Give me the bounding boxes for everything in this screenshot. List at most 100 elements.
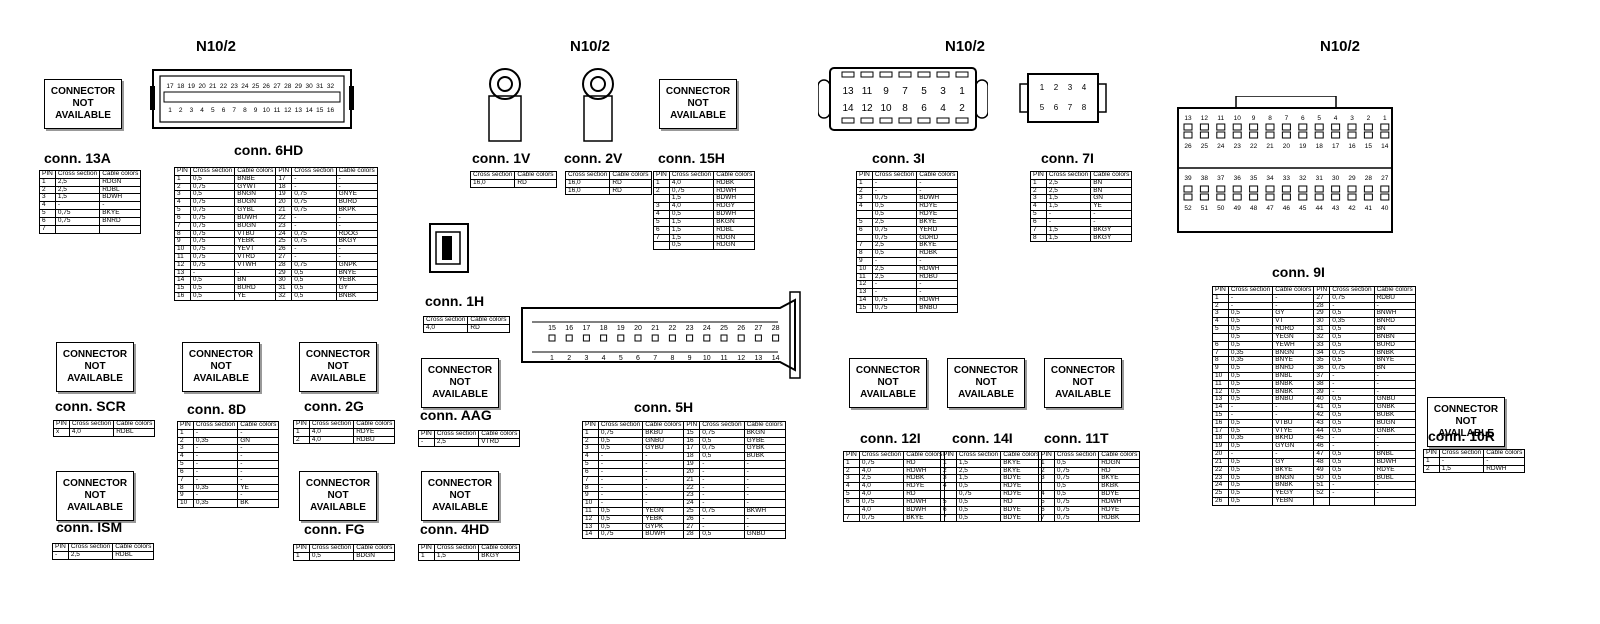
svg-text:4: 4	[940, 103, 946, 114]
svg-text:19: 19	[617, 325, 625, 332]
table-cell: -	[871, 178, 918, 188]
table-cell: 1,5	[668, 225, 715, 235]
svg-text:8: 8	[243, 107, 247, 114]
svg-text:8: 8	[1082, 103, 1087, 112]
table-cell: 0,75	[1053, 513, 1100, 523]
table-cell: -	[916, 280, 959, 290]
table-cell: GYGN	[1272, 442, 1315, 452]
table-cell: RD	[609, 178, 652, 188]
table-cell: 1	[39, 177, 56, 187]
conn-8d-label: conn. 8D	[187, 401, 247, 417]
svg-text:16: 16	[1348, 143, 1356, 150]
table-cell: 0,5	[668, 241, 715, 251]
svg-text:49: 49	[1234, 205, 1242, 212]
conn-4hd-label: conn. 4HD	[420, 521, 490, 537]
svg-text:10: 10	[1234, 115, 1242, 122]
table-cell: 5	[1212, 325, 1229, 334]
table-cell: BDGN	[353, 551, 396, 561]
table-cell: 0,5	[1227, 442, 1274, 452]
table-cell: 2,5	[871, 264, 918, 274]
table-row: 5--19--	[582, 460, 786, 469]
table-cell: 0,75	[699, 506, 745, 516]
table-cell: -	[699, 514, 745, 524]
table-cell: 7	[1038, 513, 1055, 523]
svg-text:24: 24	[703, 325, 711, 332]
table-cell: 1,5	[1045, 225, 1092, 235]
table-cell: 0,5	[1227, 418, 1274, 428]
svg-text:16: 16	[327, 107, 335, 114]
table-cell: RDBK	[916, 249, 959, 258]
table-cell: RDBK	[713, 178, 756, 188]
table-cell: 2,5	[54, 177, 101, 187]
table-cell: -	[1329, 489, 1375, 498]
table-cell: 6	[856, 225, 873, 235]
table-cell: RDBL	[713, 225, 756, 235]
table-row: 7--21--	[582, 475, 786, 485]
table-cell: -	[743, 491, 786, 501]
svg-text:10: 10	[880, 103, 892, 114]
table-cell: -	[192, 467, 239, 477]
svg-text:28: 28	[1365, 175, 1373, 182]
table-cell: -	[597, 452, 644, 462]
table-cell: -	[743, 514, 786, 524]
conn-3i-label: conn. 3I	[872, 150, 925, 166]
table-cell: 2	[653, 186, 670, 196]
table-cell: GN	[237, 436, 280, 446]
table-cell: 6	[843, 497, 860, 507]
table-cell: RDBU	[353, 435, 396, 445]
svg-text:35: 35	[1250, 175, 1258, 182]
table-cell: 0,35	[192, 436, 239, 446]
table-cell: YEBN	[1272, 496, 1315, 506]
column-header: Cable colors	[1483, 449, 1526, 458]
svg-text:16: 16	[565, 325, 573, 332]
table-cell	[843, 505, 860, 515]
table-cell: YEWH	[1272, 340, 1315, 350]
svg-text:28: 28	[772, 325, 780, 332]
column-header: Cross section	[192, 421, 239, 430]
table-cell: 7	[174, 221, 191, 231]
svg-text:3: 3	[940, 86, 946, 97]
table-row: 5--	[1030, 210, 1133, 219]
svg-text:33: 33	[1283, 175, 1291, 182]
svg-text:20: 20	[634, 325, 642, 332]
svg-text:21: 21	[209, 83, 217, 90]
svg-text:18: 18	[177, 83, 185, 90]
table-cell: 6	[653, 225, 670, 235]
svg-text:9: 9	[254, 107, 258, 114]
table-cell: 7	[39, 224, 56, 234]
svg-text:14: 14	[305, 107, 313, 114]
table-cell: 6	[1212, 340, 1229, 350]
table-cell: -	[1373, 371, 1416, 381]
svg-text:4: 4	[1334, 115, 1338, 122]
table-cell: -	[1329, 481, 1375, 491]
svg-text:5: 5	[211, 107, 215, 114]
table-row: 5--	[177, 460, 280, 469]
table-cell: -	[237, 452, 280, 462]
table-cell: 1	[177, 428, 194, 438]
connector-6hd-drawing: 1711821932042152262372482592610271128122…	[150, 69, 354, 129]
